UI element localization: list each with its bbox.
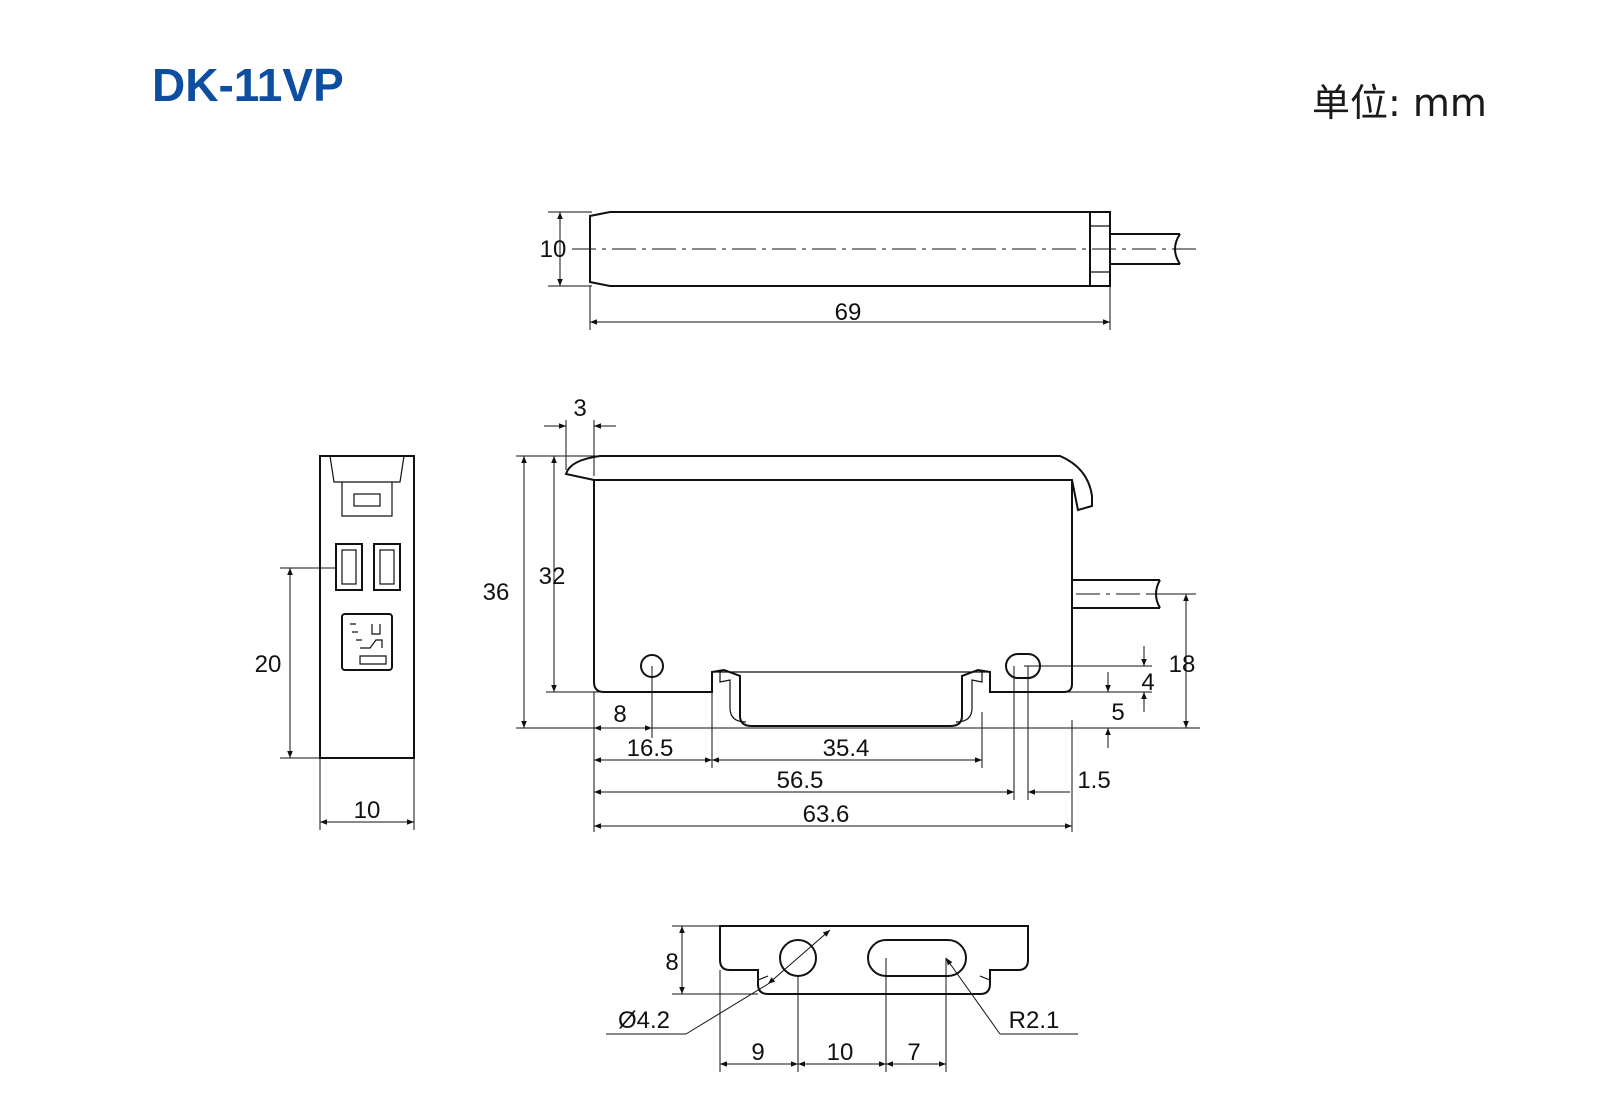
- bottom-height-dim: 8: [665, 949, 678, 976]
- side-view: 20 10: [255, 455, 415, 830]
- bottom-hole-x-dim: 9: [751, 1039, 764, 1066]
- front-hole-height-dim: 4: [1141, 669, 1154, 696]
- bottom-slot-x-dim: 10: [827, 1039, 854, 1066]
- front-lip-dim: 3: [573, 395, 586, 422]
- side-width-dim: 10: [354, 797, 381, 824]
- front-slot-x-dim: 56.5: [777, 767, 824, 794]
- front-total-height-dim: 36: [483, 579, 510, 606]
- front-cable-height-dim: 18: [1169, 651, 1196, 678]
- side-button-height-dim: 20: [255, 651, 282, 678]
- front-hole-x-dim: 8: [613, 701, 626, 728]
- bottom-view: 8 Ø4.2 R2.1 9 10 7: [606, 925, 1078, 1072]
- front-rail-offset-dim: 5: [1111, 699, 1124, 726]
- front-slot-width-dim: 1.5: [1077, 767, 1110, 794]
- front-total-length-dim: 63.6: [803, 801, 850, 828]
- front-body-height-dim: 32: [539, 563, 566, 590]
- front-rail-start-dim: 16.5: [627, 735, 674, 762]
- bottom-slot-len-dim: 7: [907, 1039, 920, 1066]
- bottom-hole-dia-dim: Ø4.2: [618, 1007, 670, 1034]
- front-rail-width-dim: 35.4: [823, 735, 870, 762]
- unit-label: 单位: mm: [1312, 81, 1487, 125]
- top-height-dim: 10: [540, 236, 567, 263]
- front-view: 3 36 32 18 4 5 8: [483, 395, 1200, 832]
- drawing-title: DK-11VP: [152, 59, 344, 111]
- bottom-slot-radius-dim: R2.1: [1009, 1007, 1060, 1034]
- top-view: 10 69: [540, 211, 1196, 330]
- top-length-dim: 69: [835, 299, 862, 326]
- indicator-symbol-icon: [350, 623, 387, 665]
